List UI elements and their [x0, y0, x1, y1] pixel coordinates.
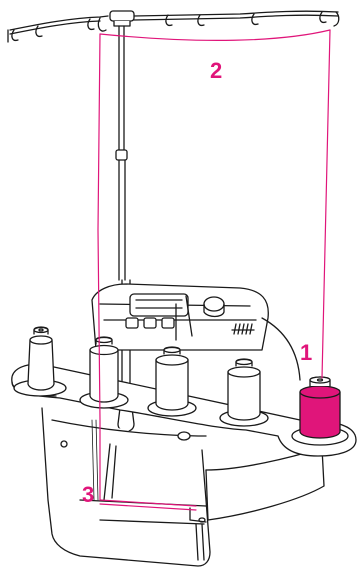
spool-left-outer	[14, 327, 66, 396]
spool-center	[148, 347, 196, 416]
step-1-label: 1	[300, 342, 312, 364]
spool-right-inner	[220, 359, 268, 426]
step-3-label: 3	[82, 484, 94, 506]
spool-right-outer-threaded	[292, 377, 348, 445]
step-2-label: 2	[210, 60, 222, 82]
